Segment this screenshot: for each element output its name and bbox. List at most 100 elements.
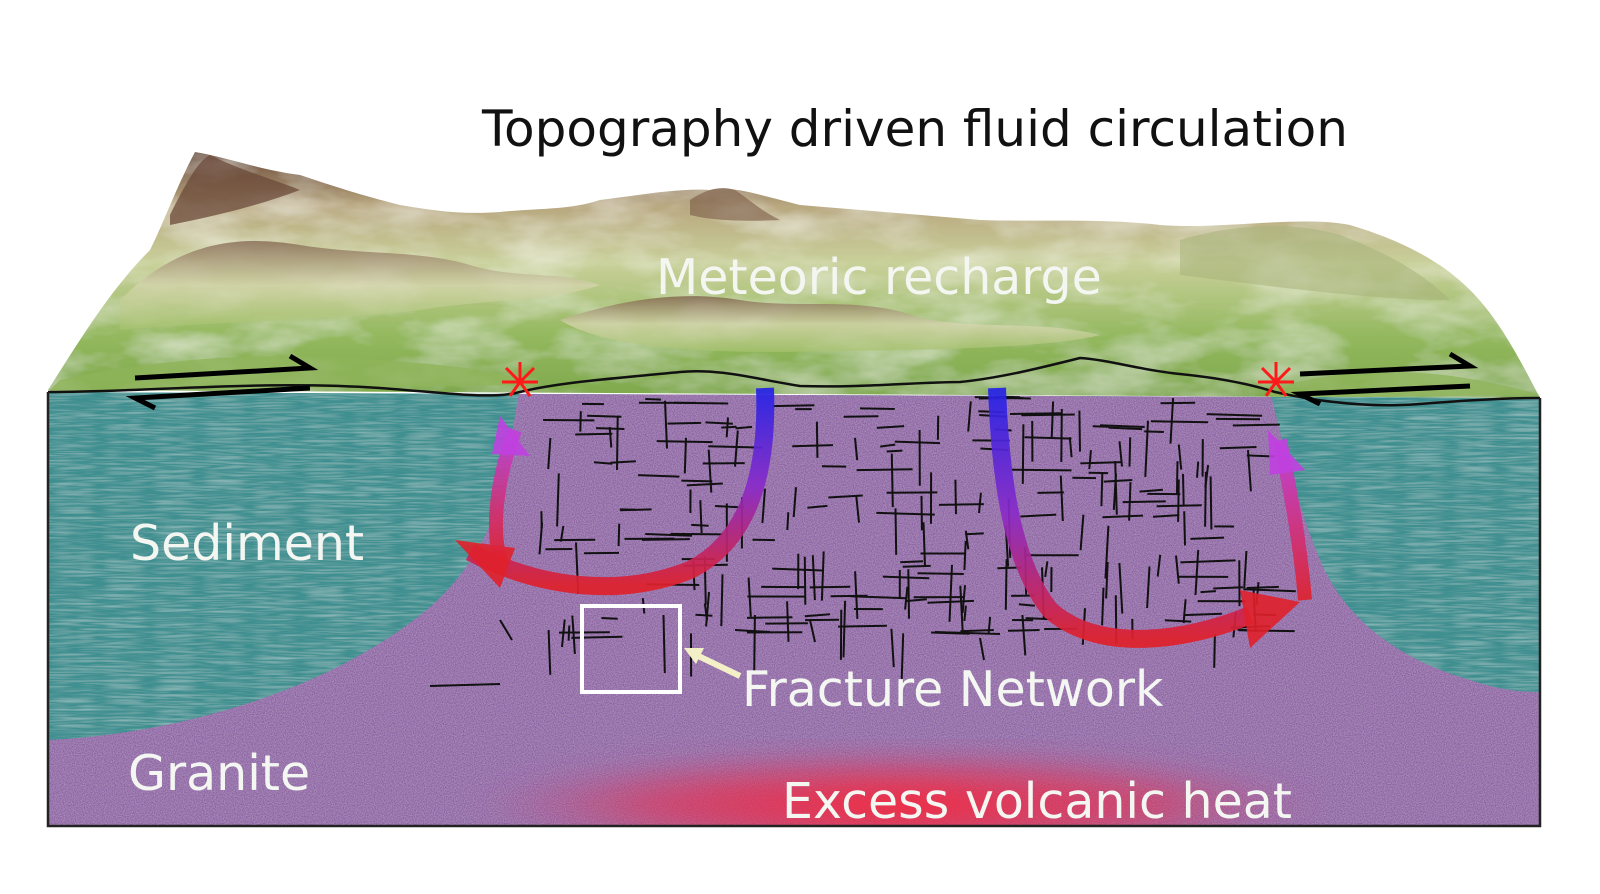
fracture-segment <box>837 624 887 628</box>
fracture-segment <box>954 479 957 515</box>
fracture-segment <box>886 449 903 453</box>
fracture-segment <box>561 619 566 648</box>
fracture-segment <box>900 560 924 564</box>
fracture-segment <box>959 585 964 632</box>
fracture-segment <box>856 468 913 472</box>
fracture-segment <box>934 631 1001 635</box>
fracture-segment <box>1021 614 1027 656</box>
fracture-segment <box>1050 401 1055 439</box>
fracture-segment <box>662 614 666 674</box>
fracture-segment <box>855 495 860 523</box>
fracture-segment <box>691 523 709 527</box>
fracture-segment <box>695 613 713 617</box>
fracture-segment <box>429 683 501 687</box>
hot-spring-icon <box>1258 362 1294 397</box>
fracture-segment <box>734 629 771 633</box>
fracture-segment <box>854 437 859 461</box>
fracture-segment <box>753 614 756 674</box>
fracture-segment <box>705 421 733 425</box>
fracture-segment <box>979 637 985 661</box>
flow-path-right <box>988 387 1312 648</box>
fracture-segment <box>1101 587 1105 626</box>
fracture-segment <box>902 564 931 568</box>
fracture-segment <box>1200 590 1216 594</box>
fracture-segment <box>1080 461 1122 465</box>
fracture-segment <box>894 508 898 555</box>
fracture-segment <box>900 633 905 683</box>
fracture-segment <box>617 523 621 547</box>
fracture-segment <box>1078 410 1081 452</box>
label-excess-volcanic-heat: Excess volcanic heat <box>782 773 1292 830</box>
fracture-segment <box>559 525 565 542</box>
fracture-segment <box>963 605 967 621</box>
fracture-segment <box>575 432 613 436</box>
fracture-segment <box>1100 473 1104 507</box>
fracture-segment <box>1156 504 1202 508</box>
fracture-segment <box>1175 555 1180 584</box>
hot-spring-icon <box>502 362 538 397</box>
fracture-segment <box>1092 425 1109 428</box>
fracture-segment <box>1213 634 1216 668</box>
fracture-segment <box>1246 585 1279 589</box>
fracture-callout-box <box>580 604 682 694</box>
fracture-segment <box>571 615 576 654</box>
fracture-segment <box>961 585 966 614</box>
fracture-segment <box>967 401 972 432</box>
fracture-segment <box>686 482 723 487</box>
fracture-segment <box>746 616 793 619</box>
fracture-segment <box>707 449 713 493</box>
fracture-segment <box>1183 511 1186 546</box>
fracture-segment <box>587 414 622 418</box>
fracture-segment <box>1146 566 1151 609</box>
fracture-segment <box>792 444 834 448</box>
fracture-segment <box>938 503 984 506</box>
fracture-segment <box>1183 612 1222 617</box>
fracture-segment <box>1004 559 1008 610</box>
fracture-segment <box>538 522 544 555</box>
fracture-segment <box>1144 420 1149 477</box>
fracture-segment <box>610 460 636 464</box>
fracture-segment <box>761 488 766 523</box>
volcanic-heat-glow <box>470 750 1330 826</box>
fracture-segment <box>904 586 909 610</box>
fracture-segment <box>807 504 828 509</box>
fracture-segment <box>735 425 753 430</box>
fracture-segment <box>876 425 905 429</box>
fracture-segment <box>1011 468 1072 472</box>
fracture-segment <box>670 532 724 536</box>
fracture-segment <box>547 630 552 675</box>
fracture-segment <box>1196 461 1200 478</box>
fracture-segment <box>656 440 713 444</box>
strike-slip-arrows-icon <box>1290 351 1479 407</box>
fracture-segment <box>681 479 713 483</box>
fracture-segment <box>1060 408 1063 463</box>
fracture-segment <box>804 613 831 618</box>
fracture-segment <box>601 617 618 620</box>
fracture-segment <box>1079 514 1085 551</box>
fracture-segment <box>1102 514 1144 519</box>
fracture-segment <box>809 619 816 643</box>
fracture-segment <box>854 571 859 619</box>
fracture-segment <box>1204 464 1210 488</box>
fracture-segment <box>1206 413 1263 417</box>
fracture-segment <box>1156 554 1162 577</box>
fracture-segment <box>786 601 790 642</box>
fracture-segment <box>1108 426 1143 431</box>
fracture-segment <box>1177 444 1183 470</box>
fracture-segment <box>556 473 560 527</box>
fracture-segment <box>849 595 907 600</box>
block-outline <box>46 392 1542 828</box>
label-meteoric-recharge: Meteoric recharge <box>656 249 1102 306</box>
fracture-segment <box>815 421 819 458</box>
fracture-segment <box>811 555 816 601</box>
fracture-segment <box>876 511 935 516</box>
fracture-segment <box>1044 561 1049 578</box>
fracture-segment <box>882 575 930 580</box>
fracture-segment <box>1007 629 1040 632</box>
fracture-segment <box>721 425 737 429</box>
fracture-segment <box>708 445 763 449</box>
fracture-segment <box>880 443 896 448</box>
fracture-segment <box>1021 413 1075 417</box>
fracture-segment <box>1150 420 1209 424</box>
